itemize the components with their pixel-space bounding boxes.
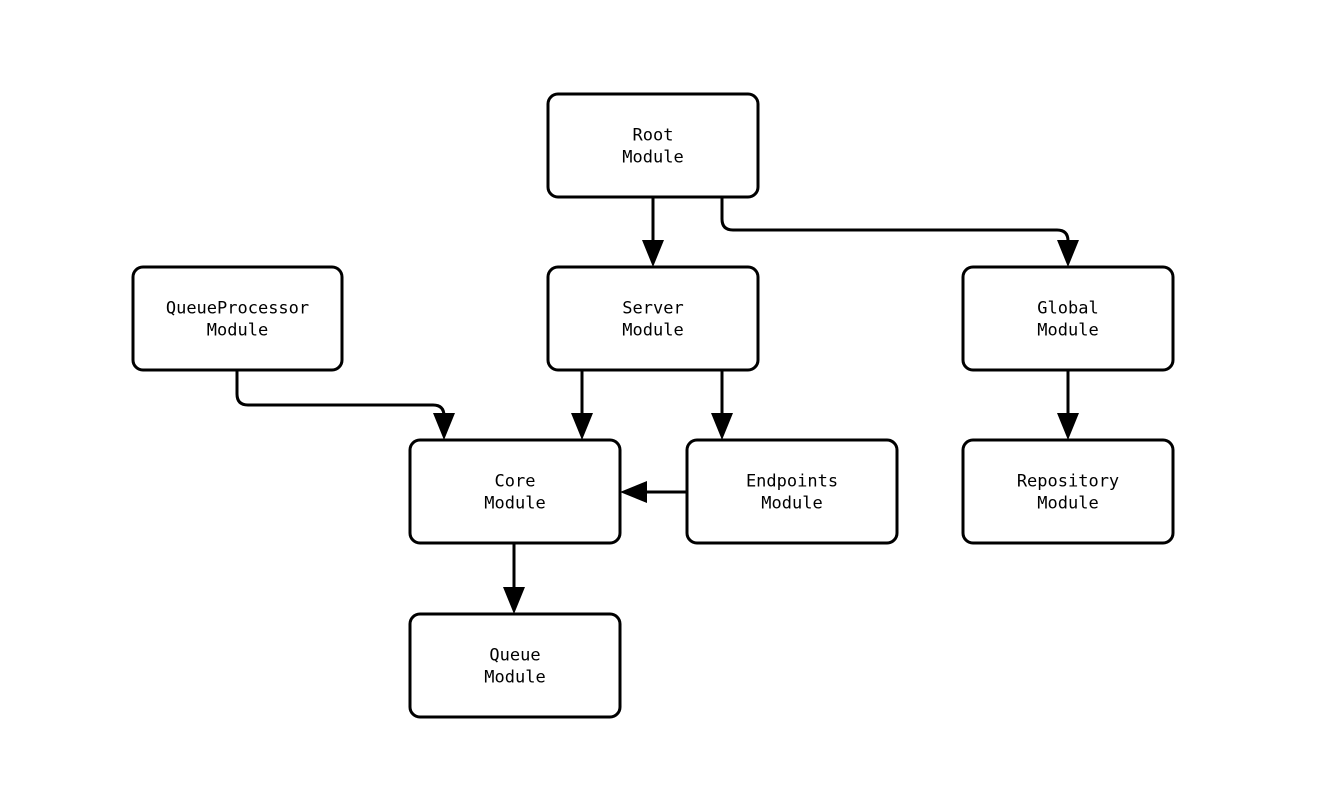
- edge-arrowhead-icon: [620, 481, 647, 503]
- node-label-line1: QueueProcessor: [166, 299, 309, 319]
- node-label-line1: Endpoints: [746, 472, 838, 492]
- edge-root-to-server: [642, 197, 664, 267]
- node-label-line2: Module: [484, 494, 545, 514]
- node-label-line1: Global: [1037, 299, 1098, 319]
- edge-server-to-endpoints: [711, 370, 733, 440]
- node-label-line2: Module: [1037, 494, 1098, 514]
- node-box[interactable]: [546, 265, 760, 372]
- node-label-line2: Module: [761, 494, 822, 514]
- node-label-line1: Queue: [489, 646, 540, 666]
- edges-layer: [235, 197, 1079, 614]
- node-label-line2: Module: [1037, 321, 1098, 341]
- node-label-line2: Module: [622, 321, 683, 341]
- edge-line: [720, 197, 1070, 242]
- edge-global-to-repository: [1057, 370, 1079, 440]
- node-box[interactable]: [961, 438, 1175, 545]
- edge-arrowhead-icon: [642, 240, 664, 267]
- node-label-line1: Repository: [1017, 472, 1119, 492]
- edge-arrowhead-icon: [1057, 240, 1079, 267]
- node-label-line1: Core: [495, 472, 536, 492]
- node-box[interactable]: [408, 612, 622, 719]
- edge-arrowhead-icon: [1057, 413, 1079, 440]
- edge-arrowhead-icon: [571, 413, 593, 440]
- node-label-line2: Module: [207, 321, 268, 341]
- edge-root-to-global: [720, 197, 1079, 267]
- node-box[interactable]: [546, 92, 760, 199]
- node-label-line2: Module: [484, 668, 545, 688]
- edge-arrowhead-icon: [503, 587, 525, 614]
- node-box[interactable]: [408, 438, 622, 545]
- node-box[interactable]: [685, 438, 899, 545]
- nodes-layer: RootModuleQueueProcessorModuleServerModu…: [131, 92, 1175, 719]
- node-label-line2: Module: [622, 148, 683, 168]
- edge-line: [235, 370, 446, 417]
- edge-core-to-queue: [503, 543, 525, 614]
- node-box[interactable]: [131, 265, 344, 372]
- edge-arrowhead-icon: [433, 413, 455, 440]
- node-label-line1: Server: [622, 299, 683, 319]
- edge-queueprocessor-to-core: [235, 370, 455, 440]
- edge-arrowhead-icon: [711, 413, 733, 440]
- edge-server-to-core: [571, 370, 593, 440]
- edge-endpoints-to-core: [620, 481, 687, 503]
- node-box[interactable]: [961, 265, 1175, 372]
- node-label-line1: Root: [633, 126, 674, 146]
